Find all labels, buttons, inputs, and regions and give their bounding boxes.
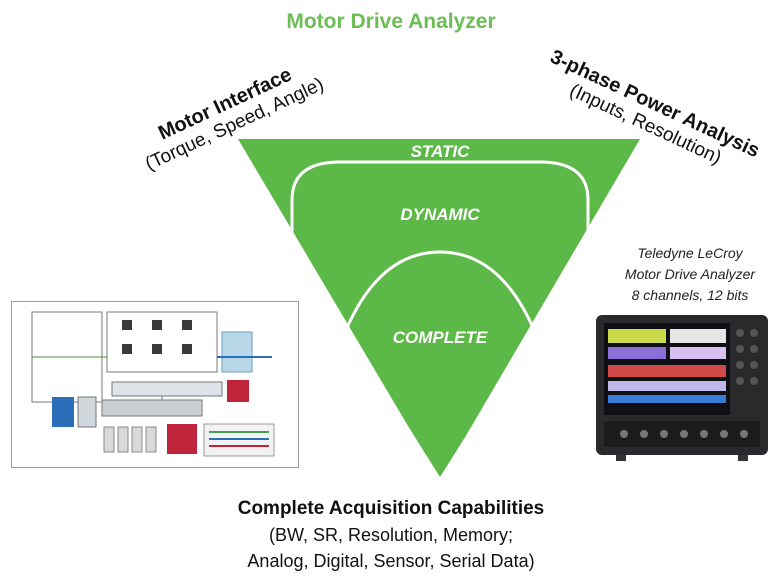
- page-title: Motor Drive Analyzer: [286, 10, 496, 33]
- stage-dynamic: DYNAMIC: [400, 205, 480, 224]
- block-diagram-graphic: [31, 311, 275, 457]
- stage-complete: COMPLETE: [392, 328, 488, 347]
- scope-caption-line-1: Teledyne LeCroy: [637, 245, 743, 261]
- funnel-triangle: [238, 139, 640, 480]
- motor-block-diagram-image: [11, 301, 299, 468]
- stage-static: STATIC: [410, 142, 470, 161]
- scope-caption: Teledyne LeCroy Motor Drive Analyzer 8 c…: [605, 243, 775, 306]
- acquisition-line-2: Analog, Digital, Sensor, Serial Data): [247, 551, 535, 571]
- scope-caption-line-2: Motor Drive Analyzer: [624, 266, 756, 282]
- dynamic-arch: [290, 160, 590, 483]
- acquisition-title: Complete Acquisition Capabilities: [237, 498, 545, 519]
- scope-caption-line-3: 8 channels, 12 bits: [631, 287, 749, 303]
- complete-arch: [344, 250, 536, 483]
- acquisition-capabilities: Complete Acquisition Capabilities (BW, S…: [0, 496, 782, 574]
- acquisition-line-1: (BW, SR, Resolution, Memory;: [268, 525, 514, 545]
- oscilloscope-image: [596, 315, 768, 461]
